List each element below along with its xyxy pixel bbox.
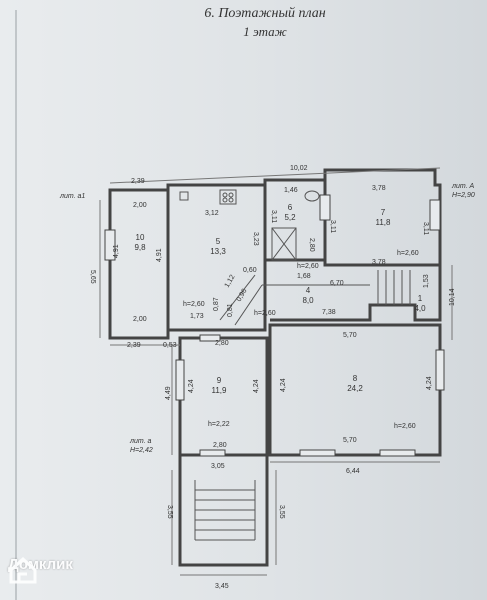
room-10-number: 10	[136, 233, 145, 242]
dim-bottom-small: 0,53	[163, 342, 177, 349]
dim-room9-right: 4,24	[253, 379, 260, 393]
dim-diag-4: 0,81	[227, 303, 234, 317]
dim-porch-left: 3,55	[166, 505, 173, 519]
room-7-area: 11,8	[376, 218, 392, 227]
dim-stair-width: 7,38	[322, 309, 336, 316]
dim-room5-right: 3,23	[252, 232, 259, 246]
dim-room5-bottom: 1,73	[190, 313, 204, 320]
annotation-lit-a: лит. а	[129, 438, 151, 445]
dim-room9-height: h=2,22	[208, 421, 230, 428]
dim-corridor-height: h=2,60	[254, 310, 276, 317]
room-8-area: 24,2	[347, 384, 363, 393]
dim-bottom-left: 2,39	[127, 342, 141, 349]
dim-room9-top: 2,80	[215, 340, 229, 347]
domclick-watermark: Домклик	[8, 556, 73, 584]
dim-room5-height: h=2,60	[183, 301, 205, 308]
dim-room6-height: h=2,60	[297, 263, 319, 270]
dim-diag-1: 1,12	[224, 274, 237, 289]
room-1-area: 4,0	[414, 304, 426, 313]
dim-room9-bottom: 2,80	[213, 442, 227, 449]
dim-room6-right: 2,80	[308, 238, 315, 252]
dim-porch-right: 3,55	[278, 505, 285, 519]
inner-details	[99, 167, 453, 576]
plan-title: 6. Поэтажный план	[204, 6, 326, 21]
dim-top-left: 2,39	[131, 178, 145, 185]
dim-total-width: 10,02	[290, 165, 308, 172]
dim-left-height: 5,65	[89, 270, 96, 284]
annotation-lit-a-h: H=2,42	[130, 447, 153, 454]
dim-room6-top: 1,46	[284, 187, 298, 194]
annotation-lit-right-h: H=2,90	[452, 192, 475, 199]
room-7-number: 7	[381, 208, 386, 217]
dim-lower-total: 6,44	[346, 468, 360, 475]
room-9-area: 11,9	[212, 386, 228, 395]
room-6-number: 6	[288, 203, 293, 212]
room-10-area: 9,8	[134, 243, 146, 252]
dim-room8-bottom: 5,70	[343, 437, 357, 444]
room-6-area: 5,2	[284, 213, 296, 222]
plan-subtitle: 1 этаж	[243, 24, 287, 39]
dim-diag-3: 0,87	[213, 297, 220, 311]
room-4-area: 8,0	[302, 296, 314, 305]
annotation-lit-a1: лит. а1	[59, 193, 85, 200]
room-5-number: 5	[216, 237, 221, 246]
windows	[104, 194, 445, 457]
room-1-number: 1	[418, 294, 423, 303]
dim-diag-5: 0,96	[236, 288, 249, 303]
annotation-lit-right: лит. А	[451, 183, 474, 190]
dim-room8-right: 4,24	[426, 376, 433, 390]
dim-corridor-width: 6,70	[330, 280, 344, 287]
house-logo-icon	[9, 556, 37, 584]
dim-diag-2: 0,60	[243, 267, 257, 274]
dim-room10-h2: 4,91	[156, 248, 163, 262]
dim-room7-bottom: 3,78	[372, 259, 386, 266]
dim-room7-left: 3,11	[329, 220, 336, 233]
room-4-number: 4	[306, 286, 311, 295]
dim-lower-width: 3,05	[211, 463, 225, 470]
dim-room7-top: 3,78	[372, 185, 386, 192]
dim-room9-outer: 4,49	[165, 386, 172, 400]
dim-room10-top: 2,00	[133, 202, 147, 209]
dim-room7-right: 3,11	[422, 222, 429, 235]
room-5-area: 13,3	[210, 247, 226, 256]
room-8-number: 8	[353, 374, 358, 383]
dim-room10-h1: 4,91	[113, 244, 120, 258]
dim-room5-top: 3,12	[205, 210, 219, 217]
dim-room6-left: 3,11	[270, 210, 277, 223]
dim-room1-w: 1,53	[423, 274, 430, 288]
dim-room7-height: h=2,60	[397, 250, 419, 257]
dim-room10-bottom: 2,00	[133, 316, 147, 323]
dim-porch-bottom: 3,45	[215, 583, 229, 590]
outer-walls	[108, 168, 442, 567]
dim-room6-bottom: 1,68	[297, 273, 311, 280]
dim-room9-left: 4,24	[188, 379, 195, 393]
dim-room8-top: 5,70	[343, 332, 357, 339]
dim-room8-height: h=2,60	[394, 423, 416, 430]
dim-room1-h: 10,14	[449, 288, 456, 306]
room-9-number: 9	[217, 376, 222, 385]
dim-room8-left: 4,24	[280, 378, 287, 392]
